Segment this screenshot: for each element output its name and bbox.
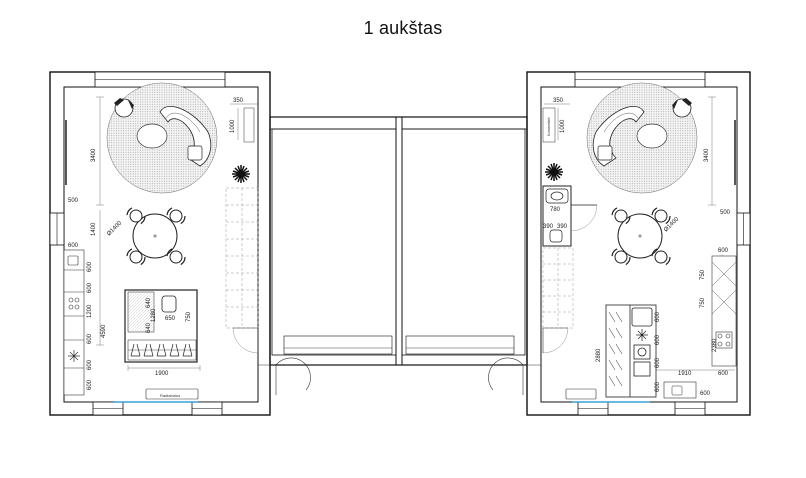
right-wc <box>542 185 598 247</box>
right-plant-icon <box>545 163 563 181</box>
left-dim-350: 350 <box>233 98 244 104</box>
right-dim-1910: 1910 <box>678 371 692 377</box>
right-dim-2880: 2880 <box>596 348 602 362</box>
right-radiator <box>565 388 597 400</box>
left-dim-4590: 4590 <box>101 324 107 338</box>
left-armchair <box>114 98 134 118</box>
right-coffee-table <box>636 123 668 149</box>
plan-title: 1 aukštas <box>363 18 443 38</box>
right-dim-600-f: 600 <box>718 371 729 377</box>
left-dim-1900: 1900 <box>155 371 169 377</box>
left-stairs <box>225 187 259 329</box>
left-dim-600-e: 600 <box>87 379 93 390</box>
right-dining-set <box>611 206 671 267</box>
right-wardrobe <box>605 304 657 398</box>
right-door-inner <box>542 327 568 353</box>
left-wardrobe-hangers <box>128 343 196 357</box>
left-dim-640-b: 640 <box>146 322 152 333</box>
left-wall-cabinet <box>243 107 255 143</box>
right-dim-2380: 2380 <box>712 338 718 352</box>
right-stairs <box>542 247 574 329</box>
right-dim-390-a: 390 <box>543 224 554 230</box>
left-dim-600-c: 600 <box>87 333 93 344</box>
left-radiator <box>145 388 199 400</box>
right-dim-600-d: 600 <box>655 357 661 368</box>
right-kitchen-column <box>711 255 737 367</box>
left-sofa-cushion <box>187 145 203 161</box>
right-dim-750-b: 750 <box>700 297 706 308</box>
left-dim-1280: 1280 <box>151 308 157 322</box>
left-dim-3400: 3400 <box>91 148 97 162</box>
right-dim-600-c: 600 <box>655 334 661 345</box>
right-dim-780: 780 <box>550 207 561 213</box>
right-dim-600-b: 600 <box>655 311 661 322</box>
right-unit: 350 Kosmetikė 1000 3400 780 390 <box>488 71 751 416</box>
right-sofa-cushion <box>597 145 613 161</box>
left-dim-600-top: 600 <box>68 243 79 249</box>
left-kitchen <box>63 249 85 396</box>
right-wall-cabinet <box>542 107 556 143</box>
right-dim-3400: 3400 <box>704 148 710 162</box>
left-dim-640-a: 640 <box>146 297 152 308</box>
left-unit: 350 1000 3400 500 1400 <box>49 71 311 416</box>
left-entry-door <box>258 357 311 391</box>
right-dim-1000: 1000 <box>560 119 566 133</box>
left-plant-icon <box>232 165 250 183</box>
right-cabinet-label: Kosmetikė <box>546 117 551 136</box>
right-dim-600-g: 600 <box>700 391 711 397</box>
left-dim-1000: 1000 <box>230 119 236 133</box>
right-armchair <box>672 98 692 118</box>
right-dim-600-e: 600 <box>655 381 661 392</box>
left-dim-1400: 1400 <box>91 222 97 236</box>
left-dim-600-a: 600 <box>87 261 93 272</box>
left-bathroom-block <box>124 289 198 363</box>
right-dim-750-a: 750 <box>700 269 706 280</box>
left-dining-set <box>126 206 186 267</box>
left-dim-600-d: 600 <box>87 359 93 370</box>
right-dim-390-b: 390 <box>557 224 568 230</box>
left-dim-750: 750 <box>186 311 192 322</box>
left-dim-1200: 1200 <box>87 304 93 318</box>
left-dim-600-b: 600 <box>87 282 93 293</box>
right-entry-door <box>488 357 541 391</box>
left-door-inner <box>233 327 259 353</box>
right-dim-600-a: 600 <box>718 248 729 254</box>
right-dim-500: 500 <box>720 210 731 216</box>
left-table-diameter: Ø1400 <box>106 220 123 237</box>
left-coffee-table <box>136 123 168 149</box>
left-dim-500: 500 <box>68 198 79 204</box>
left-dim-650: 650 <box>165 316 176 322</box>
right-dim-350: 350 <box>553 98 564 104</box>
middle-annex <box>269 116 528 366</box>
left-radiator-label: Radiatorius <box>160 393 180 398</box>
